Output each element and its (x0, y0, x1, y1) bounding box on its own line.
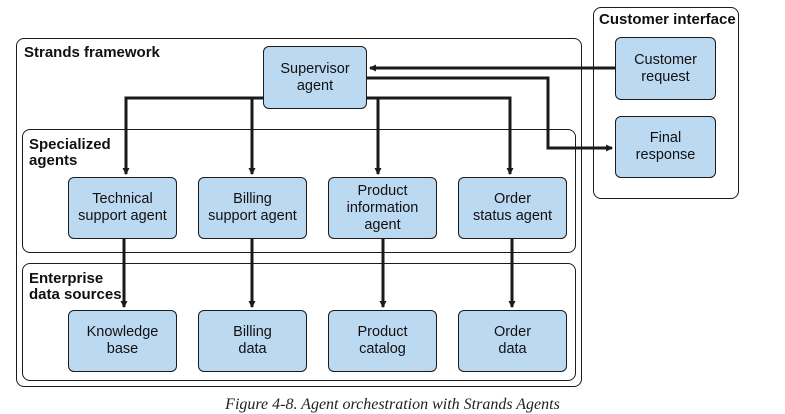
order-status-agent-node: Order status agent (458, 177, 567, 239)
strands-framework-group (16, 38, 582, 387)
enterprise-data-sources-label: Enterprise data sources (29, 270, 122, 303)
supervisor-agent-node: Supervisor agent (263, 46, 367, 109)
specialized-agents-group (22, 129, 576, 253)
strands-framework-label: Strands framework (24, 44, 160, 61)
specialized-agents-label: Specialized agents (29, 136, 111, 169)
billing-data-node: Billing data (198, 310, 307, 372)
customer-interface-label: Customer interface (599, 11, 736, 28)
enterprise-data-sources-group (22, 263, 576, 381)
billing-support-agent-node: Billing support agent (198, 177, 307, 239)
customer-request-node: Customer request (615, 37, 716, 100)
technical-support-agent-node: Technical support agent (68, 177, 177, 239)
figure-caption: Figure 4-8. Agent orchestration with Str… (225, 396, 560, 413)
product-information-agent-node: Product information agent (328, 177, 437, 239)
knowledge-base-node: Knowledge base (68, 310, 177, 372)
order-data-node: Order data (458, 310, 567, 372)
final-response-node: Final response (615, 116, 716, 178)
product-catalog-node: Product catalog (328, 310, 437, 372)
